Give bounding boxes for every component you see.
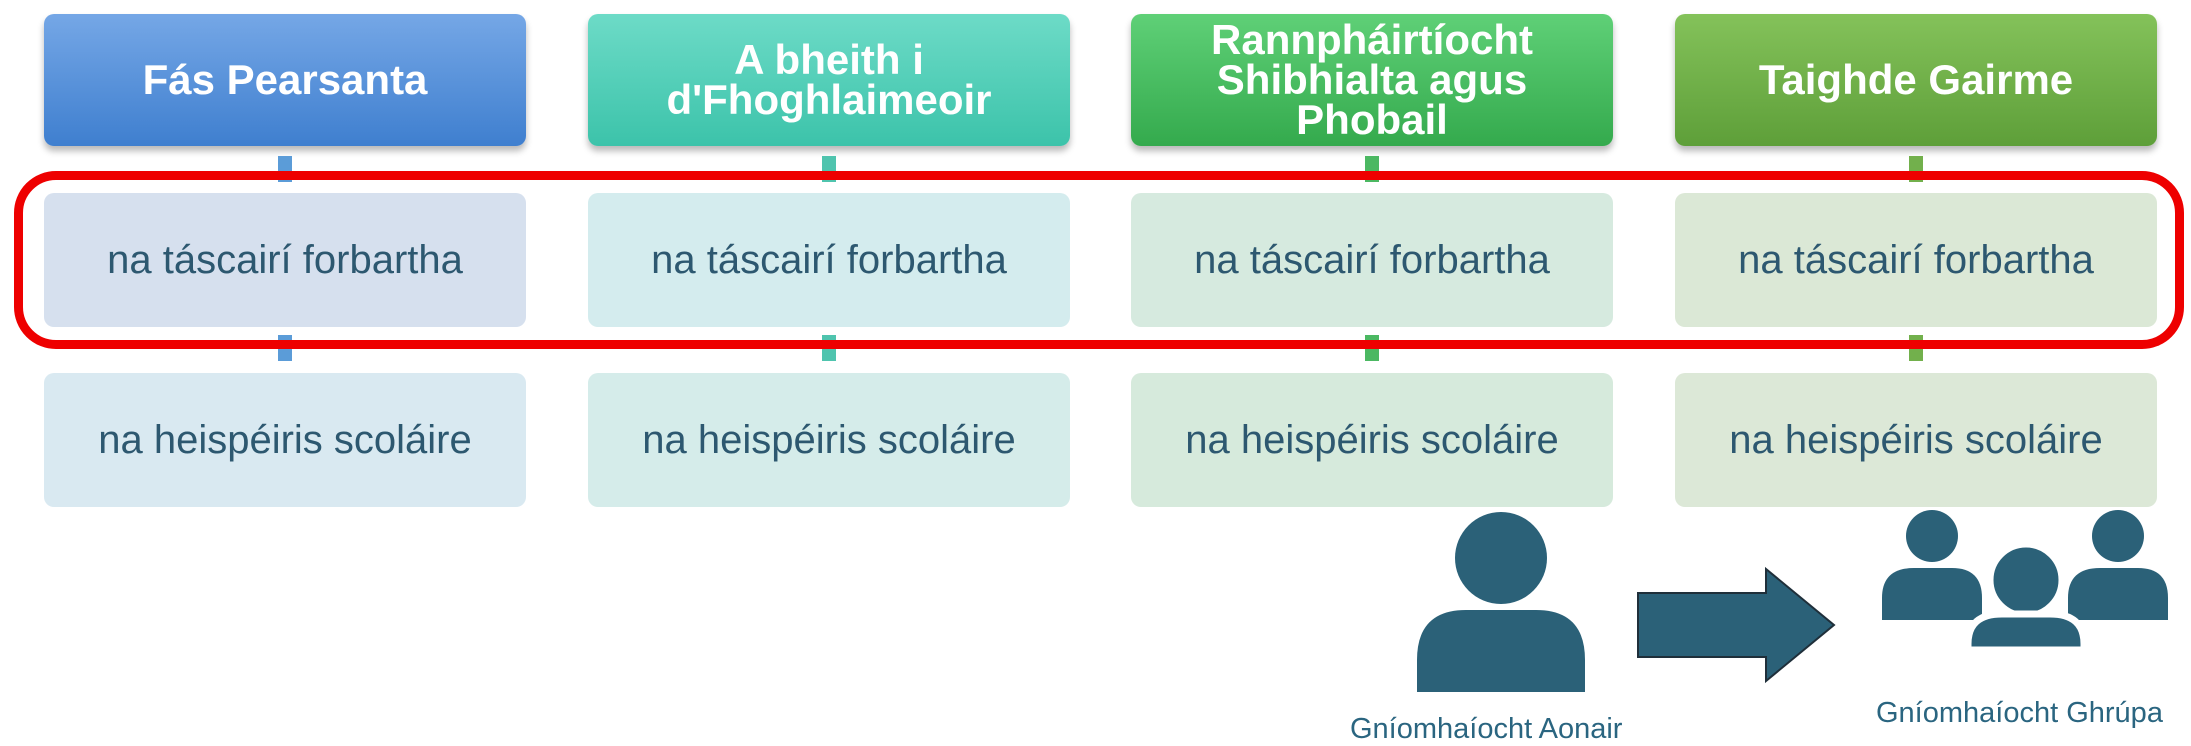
column-personal-growth: Fás Pearsanta na táscairí forbartha na h… [44,0,526,510]
indicator-text: na táscairí forbartha [651,237,1007,282]
column-header-text: A bheith i d'Fhoghlaimeoir [666,36,992,123]
individual-activity-label: Gníomhaíocht Aonair [1350,713,1623,745]
indicator-text: na táscairí forbartha [107,237,463,282]
column-header-text: Fás Pearsanta [142,56,428,103]
column-header-text: Rannpháirtíocht Shibhialta agus Phobail [1211,16,1533,143]
example-box: na heispéiris scoláire [44,373,526,507]
column-header: A bheith i d'Fhoghlaimeoir [588,14,1070,146]
column-header: Fás Pearsanta [44,14,526,146]
example-box: na heispéiris scoláire [1131,373,1613,507]
indicator-box: na táscairí forbartha [1131,193,1613,327]
column-header-text: Taighde Gairme [1758,56,2074,103]
group-icon [1880,510,2180,655]
example-text: na heispéiris scoláire [1185,417,1559,462]
right-arrow-icon [1634,565,1838,690]
column-civic-participation: Rannpháirtíocht Shibhialta agus Phobail … [1131,0,1613,510]
indicator-text: na táscairí forbartha [1738,237,2094,282]
indicators-highlight-frame [14,171,2184,349]
indicator-box: na táscairí forbartha [1675,193,2157,327]
column-career-research: Taighde Gairme na táscairí forbartha na … [1675,0,2157,510]
group-activity-label: Gníomhaíocht Ghrúpa [1876,697,2163,729]
person-icon [1416,510,1586,697]
indicator-box: na táscairí forbartha [44,193,526,327]
example-text: na heispéiris scoláire [642,417,1016,462]
indicator-text: na táscairí forbartha [1194,237,1550,282]
column-header: Taighde Gairme [1675,14,2157,146]
column-learner: A bheith i d'Fhoghlaimeoir na táscairí f… [588,0,1070,510]
example-text: na heispéiris scoláire [1729,417,2103,462]
example-text: na heispéiris scoláire [98,417,472,462]
example-box: na heispéiris scoláire [1675,373,2157,507]
example-box: na heispéiris scoláire [588,373,1070,507]
column-header: Rannpháirtíocht Shibhialta agus Phobail [1131,14,1613,146]
indicator-box: na táscairí forbartha [588,193,1070,327]
